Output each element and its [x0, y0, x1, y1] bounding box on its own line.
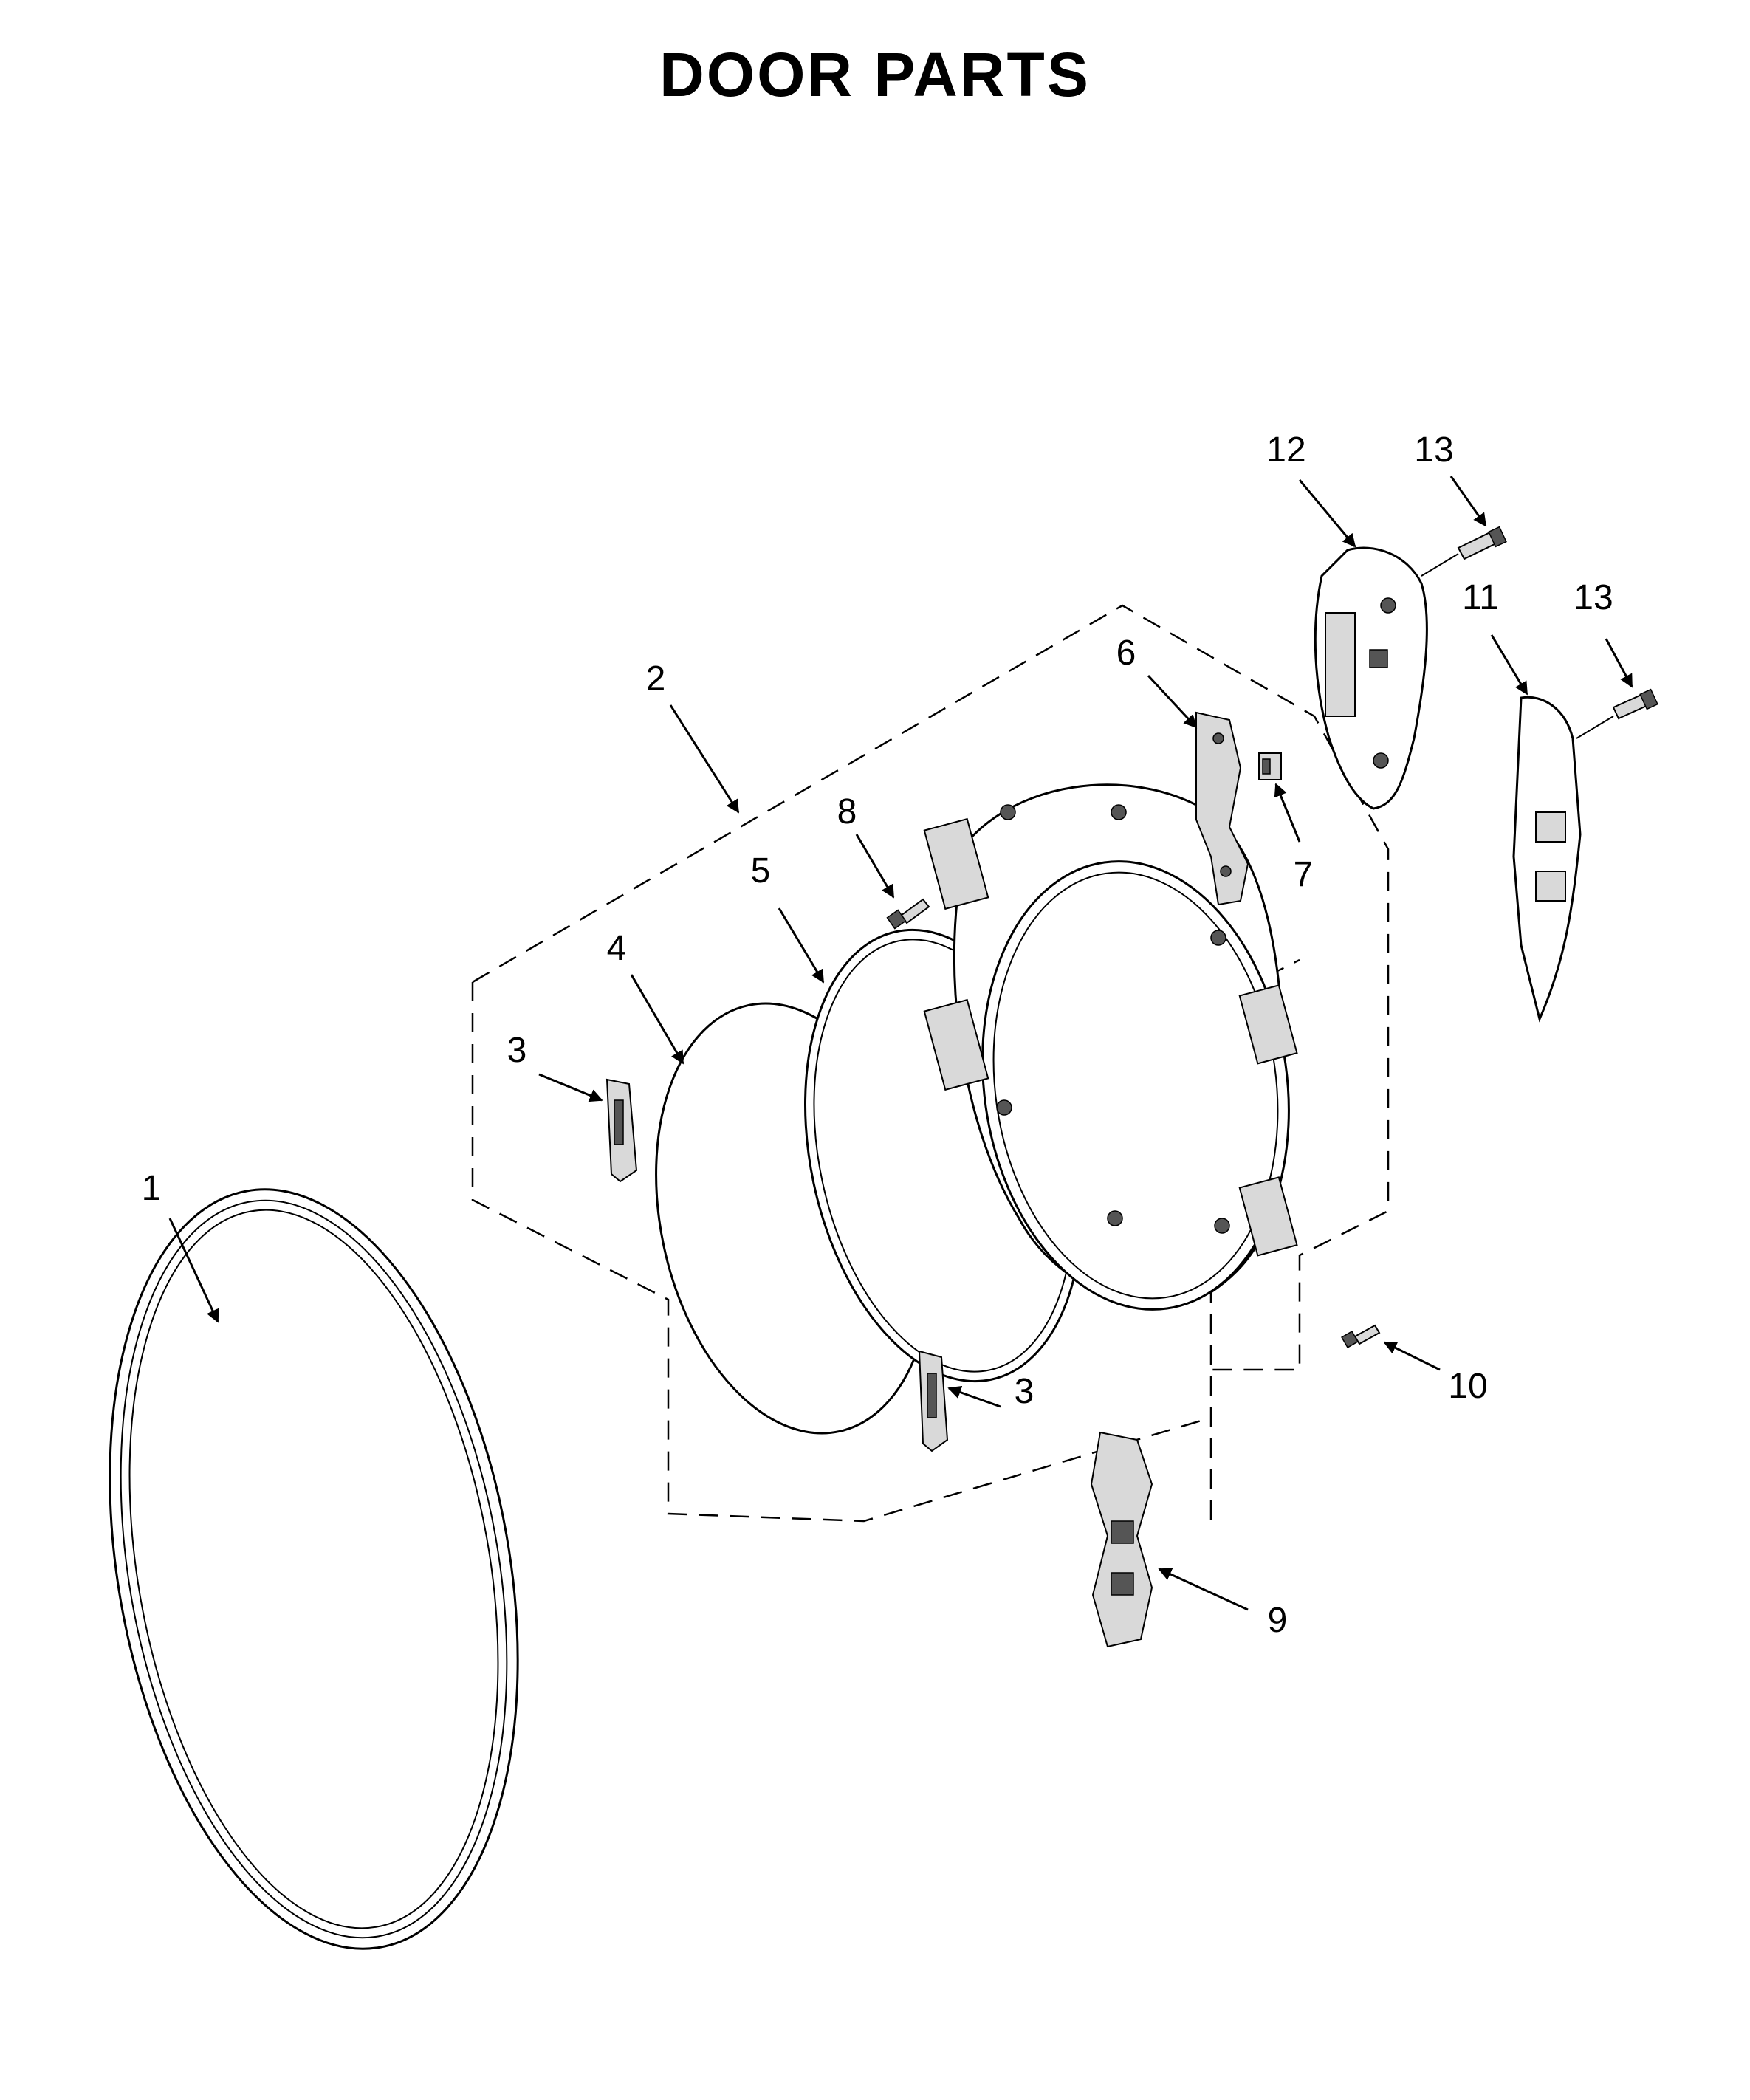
callout-13-upper: 13 [1414, 430, 1453, 470]
callout-8: 8 [837, 792, 857, 831]
callout-6: 6 [1116, 634, 1136, 673]
callout-12: 12 [1266, 430, 1305, 470]
callout-10: 10 [1448, 1367, 1487, 1406]
part-3-hinge-clip-upper [605, 1078, 638, 1183]
callout-4: 4 [607, 929, 627, 968]
callout-7: 7 [1294, 855, 1314, 894]
callout-5: 5 [751, 851, 771, 891]
part-10-screw [1341, 1324, 1381, 1348]
callout-11: 11 [1462, 578, 1499, 617]
callout-9: 9 [1268, 1601, 1288, 1640]
part-2-inner-door-frame [923, 783, 1298, 1311]
part-13-screw-lower [1612, 688, 1658, 720]
leader-lines [168, 476, 1633, 1611]
callout-13-lower: 13 [1574, 578, 1613, 617]
part-3-hinge-clip-lower [918, 1350, 949, 1452]
callout-1: 1 [142, 1169, 162, 1208]
part-11-handle-cover [1512, 696, 1582, 1023]
callout-2: 2 [646, 659, 666, 699]
part-7-latch [1258, 752, 1282, 780]
part-1-door-trim-ring [109, 1188, 519, 1950]
callout-3-lower: 3 [1015, 1372, 1034, 1411]
part-9-hinge [1090, 1431, 1153, 1648]
part-8-screw [886, 898, 930, 930]
part-13-screw-upper [1457, 526, 1507, 560]
part-12-handle [1314, 546, 1428, 810]
part-6-bracket [1195, 711, 1249, 906]
diagram-title: DOOR PARTS [659, 40, 1091, 109]
callout-3-upper: 3 [507, 1031, 527, 1070]
